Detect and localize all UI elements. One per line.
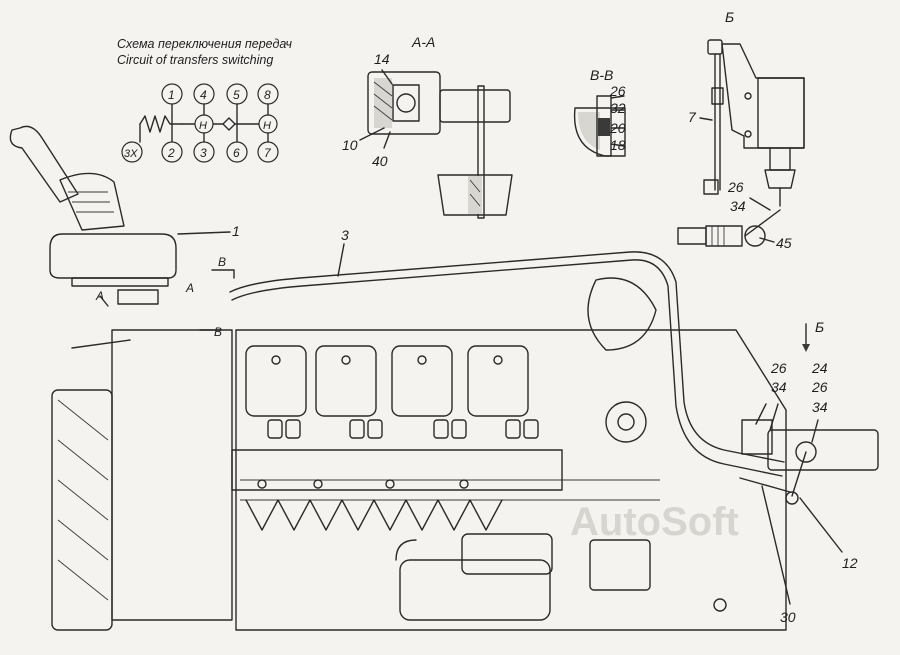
svg-text:2: 2: [167, 146, 175, 160]
gear-lever-assembly: 1 А А В В: [9, 125, 240, 349]
svg-text:1: 1: [168, 88, 175, 102]
svg-text:H: H: [263, 120, 271, 132]
view-b-arrow-label: Б: [815, 319, 824, 335]
callout-10: 10: [342, 137, 358, 153]
gear-label-3x: 3X: [124, 148, 138, 160]
callout-32: 32: [610, 100, 626, 116]
scheme-title-en: Circuit of transfers switching: [117, 53, 273, 67]
section-mark-b-top: В: [218, 255, 226, 269]
section-mark-b-bottom: В: [214, 325, 222, 339]
watermark: AutoSoft: [570, 500, 739, 544]
spring-symbol: [139, 115, 183, 133]
cylinder-heads: [245, 345, 529, 417]
callout-45: 45: [776, 235, 792, 251]
section-mark-a-left: А: [95, 289, 104, 303]
callout-24: 24: [811, 360, 828, 376]
callout-30: 30: [780, 609, 796, 625]
callout-18: 18: [610, 137, 626, 153]
svg-text:7: 7: [264, 146, 272, 160]
callout-26-a: 26: [770, 360, 787, 376]
svg-text:4: 4: [200, 88, 207, 102]
shift-rod-3: 3: [229, 227, 785, 477]
callout-1: 1: [232, 223, 240, 239]
callout-7: 7: [688, 109, 697, 125]
section-b-b-title: В-В: [590, 67, 613, 83]
callout-26-view: 26: [727, 179, 744, 195]
callout-20: 20: [609, 120, 626, 136]
gear-circle-2: [161, 141, 183, 163]
callout-3: 3: [341, 227, 349, 243]
diamond-detent: [212, 117, 238, 131]
engine-block: [51, 277, 787, 631]
section-a-a-title: А-А: [411, 34, 435, 50]
callout-26-b: 26: [811, 379, 828, 395]
callout-40: 40: [372, 153, 388, 169]
section-mark-a-right: А: [185, 281, 194, 295]
svg-text:H: H: [199, 120, 207, 132]
callout-14: 14: [374, 51, 390, 67]
svg-text:6: 6: [233, 146, 240, 160]
callout-34-view: 34: [730, 198, 746, 214]
view-b-title: Б: [725, 9, 734, 25]
gear-circle-1: [161, 83, 183, 105]
section-a-a: А-А 14 10 40: [342, 34, 513, 219]
injectors-row: [267, 419, 539, 439]
view-b-detail: Б 7 26 34 45: [677, 9, 805, 251]
callout-34-a: 34: [771, 379, 787, 395]
scheme-title-ru: Схема переключения передач: [117, 37, 292, 51]
callout-12: 12: [842, 555, 858, 571]
svg-text:8: 8: [264, 88, 271, 102]
gear-circle-3x: [121, 141, 143, 163]
gear-shift-scheme: Схема переключения передач Circuit of tr…: [117, 37, 292, 163]
section-b-b: В-В 26 32 20 18: [573, 67, 626, 157]
callout-34-b: 34: [812, 399, 828, 415]
range-shift-linkage: 26 34 24 26 34 12 30 Б: [739, 319, 879, 625]
svg-text:3: 3: [200, 146, 207, 160]
svg-text:5: 5: [233, 88, 240, 102]
callout-26-bb: 26: [609, 83, 626, 99]
